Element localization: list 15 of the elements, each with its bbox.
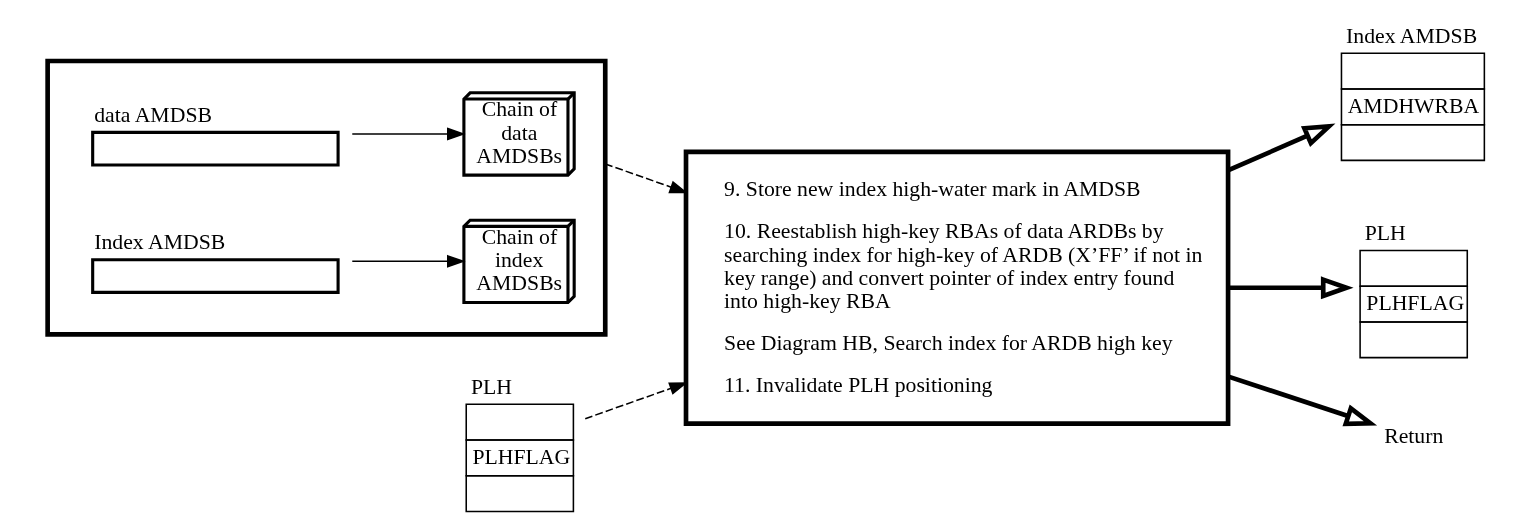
cluster [45, 58, 608, 337]
node-label: Index AMDSB [94, 230, 226, 255]
arrow [1228, 276, 1354, 300]
node-label: PLH [470, 374, 512, 399]
arrow [351, 254, 466, 268]
arrow [351, 127, 466, 141]
arrow [1227, 123, 1336, 173]
node-text: Return [1384, 423, 1444, 448]
arrow [1227, 374, 1378, 427]
node-label: data AMDSB [94, 102, 212, 127]
node-box: 9. Store new index high-water mark in AMDSB 10. Reestablish high-key RBAs of data ARDBs by searching index for high-key of ARDB (X’FF’ if not in key range) and convert pointer of index entry found into high-key RBA See Diagram HB, Search index for ARDB high key 11. Invalidate PLH positioning [683, 149, 1231, 426]
node-label: PLH [1364, 220, 1406, 245]
node-label: Index AMDSB [1346, 23, 1478, 48]
node-box [91, 130, 340, 167]
node-box [91, 258, 340, 294]
